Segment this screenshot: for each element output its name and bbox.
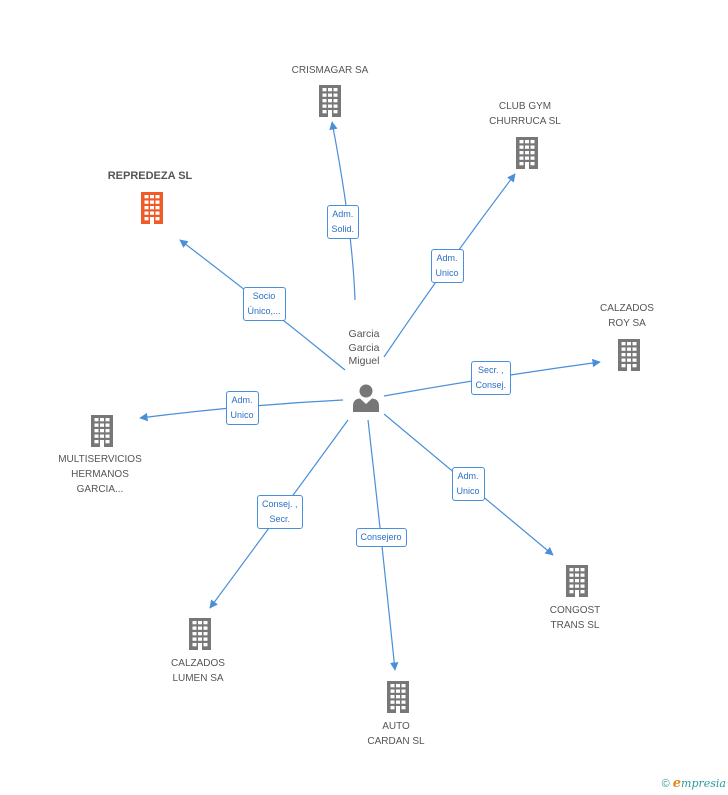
relation-label-calzadosroy[interactable]: Secr. ,Consej. (470, 361, 512, 395)
relation-label-crismagar[interactable]: Adm.Solid. (326, 205, 360, 239)
brand-logo-text: mpresia (681, 777, 726, 790)
brand-logo-initial: e (672, 776, 682, 791)
company-label-represdeza[interactable]: REPREDEZA SL (107, 170, 193, 182)
building-icon-clubgym[interactable] (512, 135, 542, 174)
building-icon-calzadoslumen[interactable] (185, 616, 215, 655)
relation-label-calzadoslumen[interactable]: Consej. ,Secr. (257, 495, 303, 529)
building-icon-crismagar[interactable] (315, 83, 345, 122)
relation-label-multiservicios[interactable]: Adm.Unico (225, 391, 259, 425)
relation-label-autocardan[interactable]: Consejero (355, 527, 407, 547)
building-icon-calzadosroy[interactable] (614, 337, 644, 376)
building-icon-represdeza[interactable] (137, 190, 167, 229)
company-label-crismagar[interactable]: CRISMAGAR SA (291, 65, 369, 76)
copyright-footer: © empresia (661, 776, 726, 791)
relation-label-clubgym[interactable]: Adm.Unico (430, 249, 464, 283)
person-icon[interactable] (351, 383, 381, 413)
building-icon-multiservicios[interactable] (87, 413, 117, 452)
building-icon-congost[interactable] (562, 563, 592, 602)
relation-label-congost[interactable]: Adm.Unico (451, 467, 485, 501)
building-icon-autocardan[interactable] (383, 679, 413, 718)
person-name: Garcia Garcia Miguel (348, 328, 380, 367)
